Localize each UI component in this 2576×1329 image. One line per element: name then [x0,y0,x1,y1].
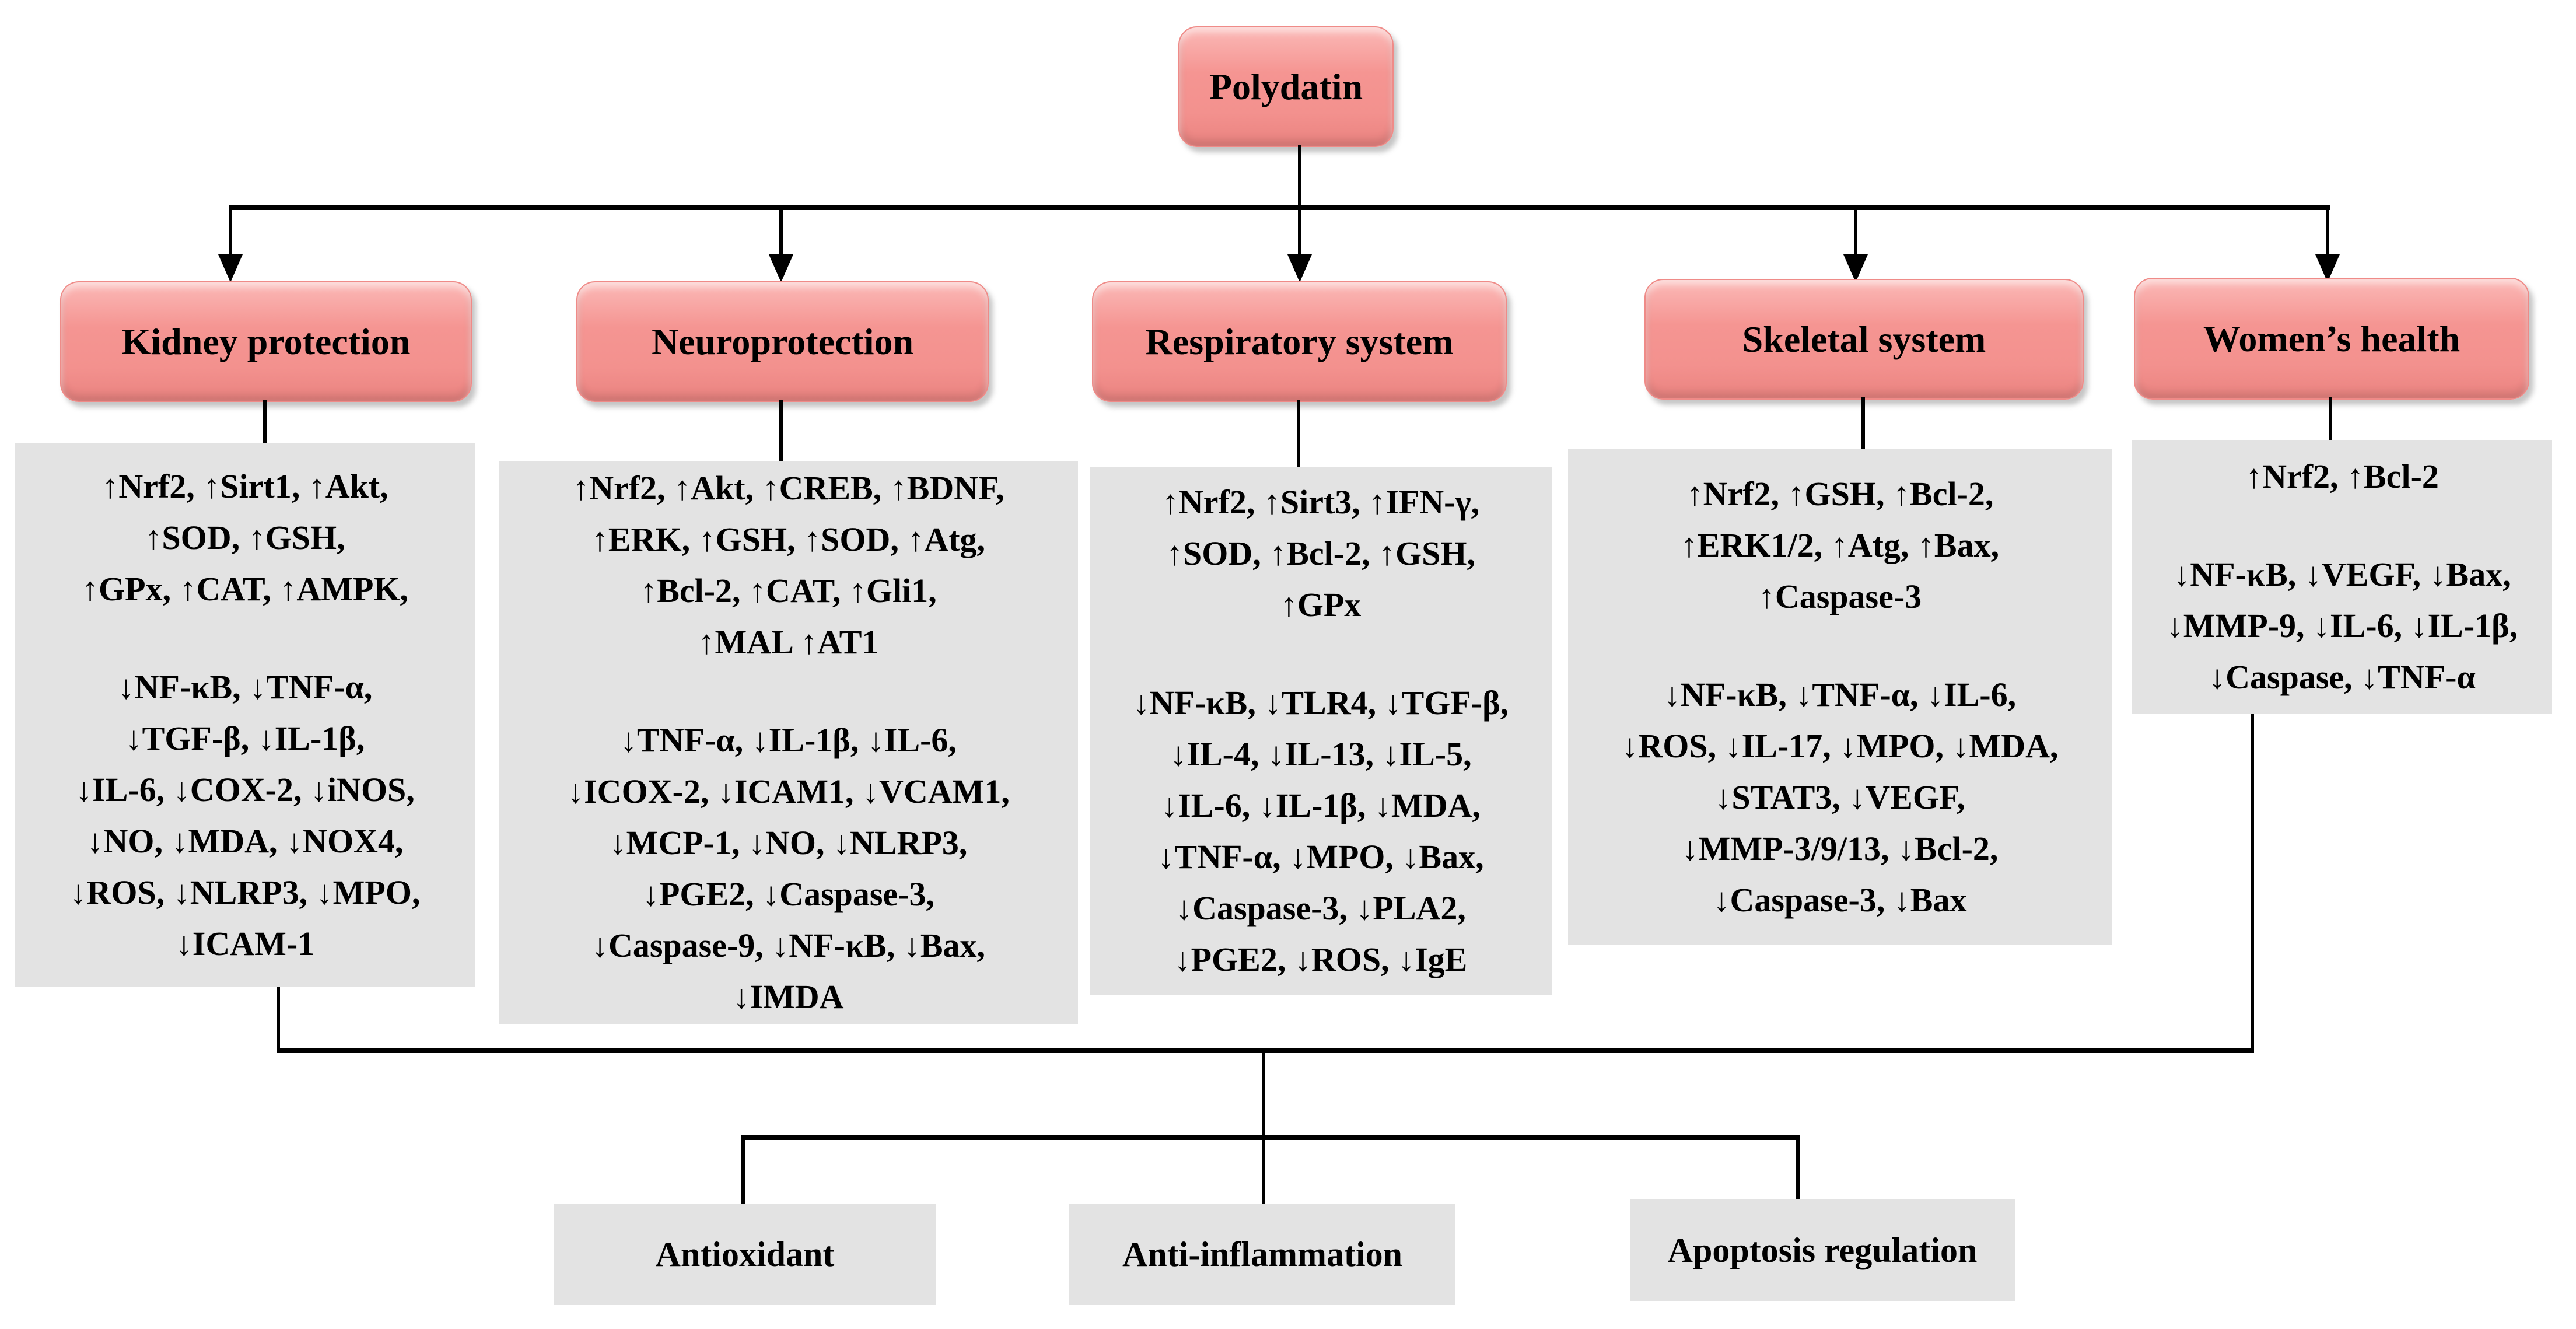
collector-hline [276,1048,2254,1053]
upregulated-list: ↑Nrf2, ↑GSH, ↑Bcl-2, ↑ERK1/2, ↑Atg, ↑Bax… [1680,475,2000,615]
mechanism-label: Antioxidant [655,1234,835,1274]
panel-kidney-drop-line [276,987,280,1052]
down-arrowhead-icon [1287,254,1312,282]
antioxidant-drop-line [741,1139,745,1205]
down-arrowhead-icon [218,254,243,282]
panel-womens-drop-line [2250,714,2254,1052]
category-node-womens: Women’s health [2134,278,2529,400]
down-arrowhead-icon [769,254,793,282]
mechanism-label: Apoptosis regulation [1667,1230,1978,1269]
mechanism-branch-hline [741,1135,1800,1140]
panel-respiratory: ↑Nrf2, ↑Sirt3, ↑IFN-γ, ↑SOD, ↑Bcl-2, ↑GS… [1090,467,1552,995]
branch-line-neuro [779,208,783,257]
downregulated-list: ↓NF-κB, ↓TLR4, ↓TGF-β, ↓IL-4, ↓IL-13, ↓I… [1132,683,1509,978]
downregulated-list: ↓NF-κB, ↓TNF-α, ↓IL-6, ↓ROS, ↓IL-17, ↓MP… [1621,676,2059,919]
node-panel-line-womens [2329,397,2332,440]
node-panel-line-neuro [779,400,783,461]
category-label: Respiratory system [1145,320,1454,362]
mechanism-box-antioxidant: Antioxidant [554,1204,936,1305]
upregulated-list: ↑Nrf2, ↑Sirt3, ↑IFN-γ, ↑SOD, ↑Bcl-2, ↑GS… [1161,482,1480,624]
branch-line-kidney [229,208,232,257]
upregulated-list: ↑Nrf2, ↑Bcl-2 [2245,457,2439,495]
root-node-polydatin: Polydatin [1178,26,1394,147]
panel-neuro: ↑Nrf2, ↑Akt, ↑CREB, ↑BDNF, ↑ERK, ↑GSH, ↑… [499,461,1078,1024]
node-panel-line-respiratory [1297,400,1300,467]
panel-kidney: ↑Nrf2, ↑Sirt1, ↑Akt, ↑SOD, ↑GSH, ↑GPx, ↑… [15,443,475,987]
apoptosis-drop-line [1796,1139,1800,1201]
mechanism-box-anti-inflammation: Anti-inflammation [1069,1204,1455,1305]
upregulated-list: ↑Nrf2, ↑Sirt1, ↑Akt, ↑SOD, ↑GSH, ↑GPx, ↑… [81,467,409,608]
category-node-neuro: Neuroprotection [576,281,989,402]
mechanism-stem-line [1262,1053,1265,1205]
category-label: Skeletal system [1742,318,1986,360]
category-node-kidney: Kidney protection [60,281,472,402]
branch-line-skeletal [1854,208,1857,257]
category-label: Kidney protection [121,320,411,362]
category-node-respiratory: Respiratory system [1092,281,1507,402]
node-panel-line-kidney [263,400,267,443]
category-node-skeletal: Skeletal system [1644,279,2084,400]
root-node-label: Polydatin [1209,65,1363,107]
panel-skeletal: ↑Nrf2, ↑GSH, ↑Bcl-2, ↑ERK1/2, ↑Atg, ↑Bax… [1568,449,2112,945]
branch-line-womens [2326,208,2329,257]
downregulated-list: ↓NF-κB, ↓VEGF, ↓Bax, ↓MMP-9, ↓IL-6, ↓IL-… [2166,555,2518,696]
branch-line-respiratory [1298,208,1301,257]
category-label: Women’s health [2203,317,2460,359]
root-stem-line [1298,145,1301,207]
down-arrowhead-icon [1843,254,1868,282]
top-branch-hline [229,205,2330,210]
node-panel-line-skeletal [1861,397,1865,449]
mechanism-box-apoptosis-regulation: Apoptosis regulation [1630,1199,2015,1301]
mechanism-label: Anti-inflammation [1122,1234,1402,1274]
downregulated-list: ↓TNF-α, ↓IL-1β, ↓IL-6, ↓ICOX-2, ↓ICAM1, … [567,721,1010,1016]
upregulated-list: ↑Nrf2, ↑Akt, ↑CREB, ↑BDNF, ↑ERK, ↑GSH, ↑… [572,468,1005,661]
panel-womens: ↑Nrf2, ↑Bcl-2 ↓NF-κB, ↓VEGF, ↓Bax, ↓MMP-… [2132,440,2552,714]
downregulated-list: ↓NF-κB, ↓TNF-α, ↓TGF-β, ↓IL-1β, ↓IL-6, ↓… [69,668,421,963]
category-label: Neuroprotection [651,320,914,362]
